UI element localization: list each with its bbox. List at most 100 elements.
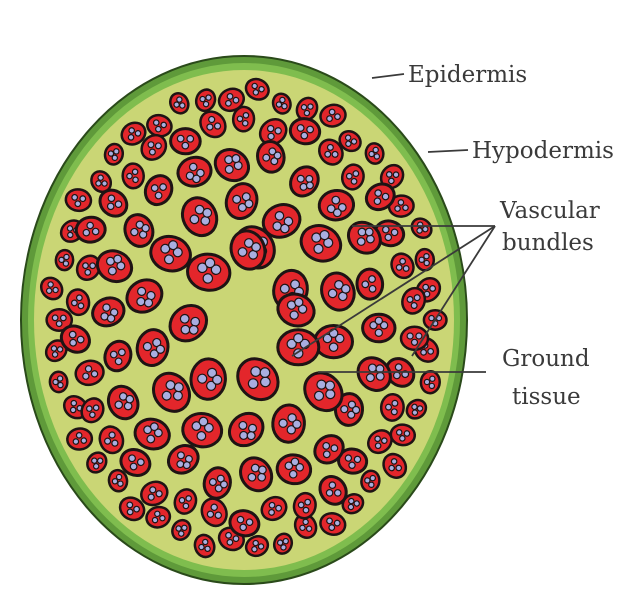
xylem-vessel <box>243 112 249 118</box>
xylem-vessel <box>197 431 207 441</box>
xylem-vessel <box>187 135 194 142</box>
xylem-vessel <box>209 478 217 486</box>
xylem-vessel <box>341 405 348 412</box>
xylem-vessel <box>354 456 361 463</box>
xylem-vessel <box>392 400 398 406</box>
xylem-vessel <box>279 419 288 428</box>
vascular-bundle <box>278 330 319 365</box>
xylem-vessel <box>197 374 207 384</box>
xylem-vessel <box>345 455 352 462</box>
xylem-vessel <box>293 420 302 429</box>
ground-tissue-label-line1: Ground <box>502 346 590 372</box>
xylem-vessel <box>117 481 123 487</box>
xylem-vessel <box>294 334 303 343</box>
xylem-vessel <box>349 462 356 469</box>
vascular-bundle <box>49 371 67 392</box>
xylem-vessel <box>71 300 78 307</box>
xylem-vessel <box>334 113 341 120</box>
xylem-vessel <box>369 276 376 283</box>
vascular-bundle <box>232 106 255 132</box>
xylem-vessel <box>52 315 58 321</box>
xylem-vessel <box>152 517 158 523</box>
vascular-bundles-label-line1: Vascular <box>499 198 600 224</box>
xylem-vessel <box>398 199 404 205</box>
xylem-vessel <box>262 154 270 162</box>
xylem-vessel <box>60 315 66 321</box>
xylem-vessel <box>203 273 214 284</box>
xylem-vessel <box>412 339 418 345</box>
xylem-vessel <box>112 478 118 484</box>
xylem-vessel <box>127 173 133 179</box>
vascular-bundle <box>363 314 395 342</box>
xylem-vessel <box>59 257 65 263</box>
xylem-vessel <box>76 432 82 438</box>
xylem-vessel <box>182 142 189 149</box>
xylem-vessel <box>92 228 99 235</box>
xylem-vessel <box>212 375 222 385</box>
xylem-vessel <box>391 409 397 415</box>
xylem-vessel <box>108 150 114 156</box>
xylem-vessel <box>291 458 299 466</box>
xylem-vessel <box>346 173 353 180</box>
vascular-bundle <box>420 371 440 394</box>
xylem-vessel <box>78 303 85 310</box>
xylem-vessel <box>351 178 358 185</box>
xylem-vessel <box>205 258 216 269</box>
ground-tissue-label-line2: tissue <box>512 384 581 410</box>
xylem-vessel <box>399 435 405 441</box>
xylem-vessel <box>370 475 376 481</box>
xylem-vessel <box>80 195 86 201</box>
xylem-vessel <box>385 404 391 410</box>
xylem-vessel <box>430 376 436 382</box>
hypodermis-label: Hypodermis <box>472 138 614 164</box>
xylem-vessel <box>404 430 410 436</box>
xylem-vessel <box>303 507 310 514</box>
xylem-vessel <box>424 254 429 259</box>
xylem-vessel <box>306 126 314 134</box>
xylem-vessel <box>424 260 429 265</box>
xylem-vessel <box>332 196 340 204</box>
vascular-bundle <box>122 163 144 189</box>
xylem-vessel <box>56 321 62 327</box>
epidermis-label: Epidermis <box>408 62 527 88</box>
xylem-vessel <box>429 383 435 389</box>
xylem-vessel <box>274 151 282 159</box>
xylem-vessel <box>298 502 305 509</box>
xylem-vessel <box>87 222 94 229</box>
xylem-vessel <box>364 477 370 483</box>
xylem-vessel <box>75 201 81 207</box>
xylem-vessel <box>369 285 376 292</box>
xylem-vessel <box>369 151 375 157</box>
xylem-vessel <box>132 169 138 175</box>
xylem-vessel <box>220 480 228 488</box>
xylem-vessel <box>289 470 297 478</box>
hypodermis-leader <box>428 150 468 152</box>
epidermis-leader <box>372 74 404 78</box>
xylem-vessel <box>395 206 401 212</box>
xylem-vessel <box>352 170 359 177</box>
xylem-vessel <box>407 333 413 339</box>
xylem-vessel <box>419 257 424 262</box>
xylem-vessel <box>154 511 160 517</box>
vascular-bundle <box>356 268 383 299</box>
xylem-vessel <box>362 281 369 288</box>
vascular-bundle <box>190 358 227 401</box>
xylem-vessel <box>416 333 422 339</box>
xylem-vessel <box>81 438 87 444</box>
xylem-vessel <box>237 116 243 122</box>
xylem-vessel <box>375 329 382 336</box>
xylem-vessel <box>199 417 209 427</box>
xylem-vessel <box>333 209 341 217</box>
vascular-bundle <box>170 128 200 154</box>
vascular-bundles-label-line2: bundles <box>502 230 594 256</box>
xylem-vessel <box>396 429 402 435</box>
xylem-vessel <box>73 439 79 445</box>
xylem-vessel <box>329 343 337 351</box>
xylem-vessel <box>301 132 309 140</box>
xylem-vessel <box>403 205 409 211</box>
vascular-bundle <box>380 393 404 421</box>
xylem-vessel <box>424 379 430 385</box>
xylem-vessel <box>429 316 434 321</box>
xylem-vessel <box>159 515 165 521</box>
